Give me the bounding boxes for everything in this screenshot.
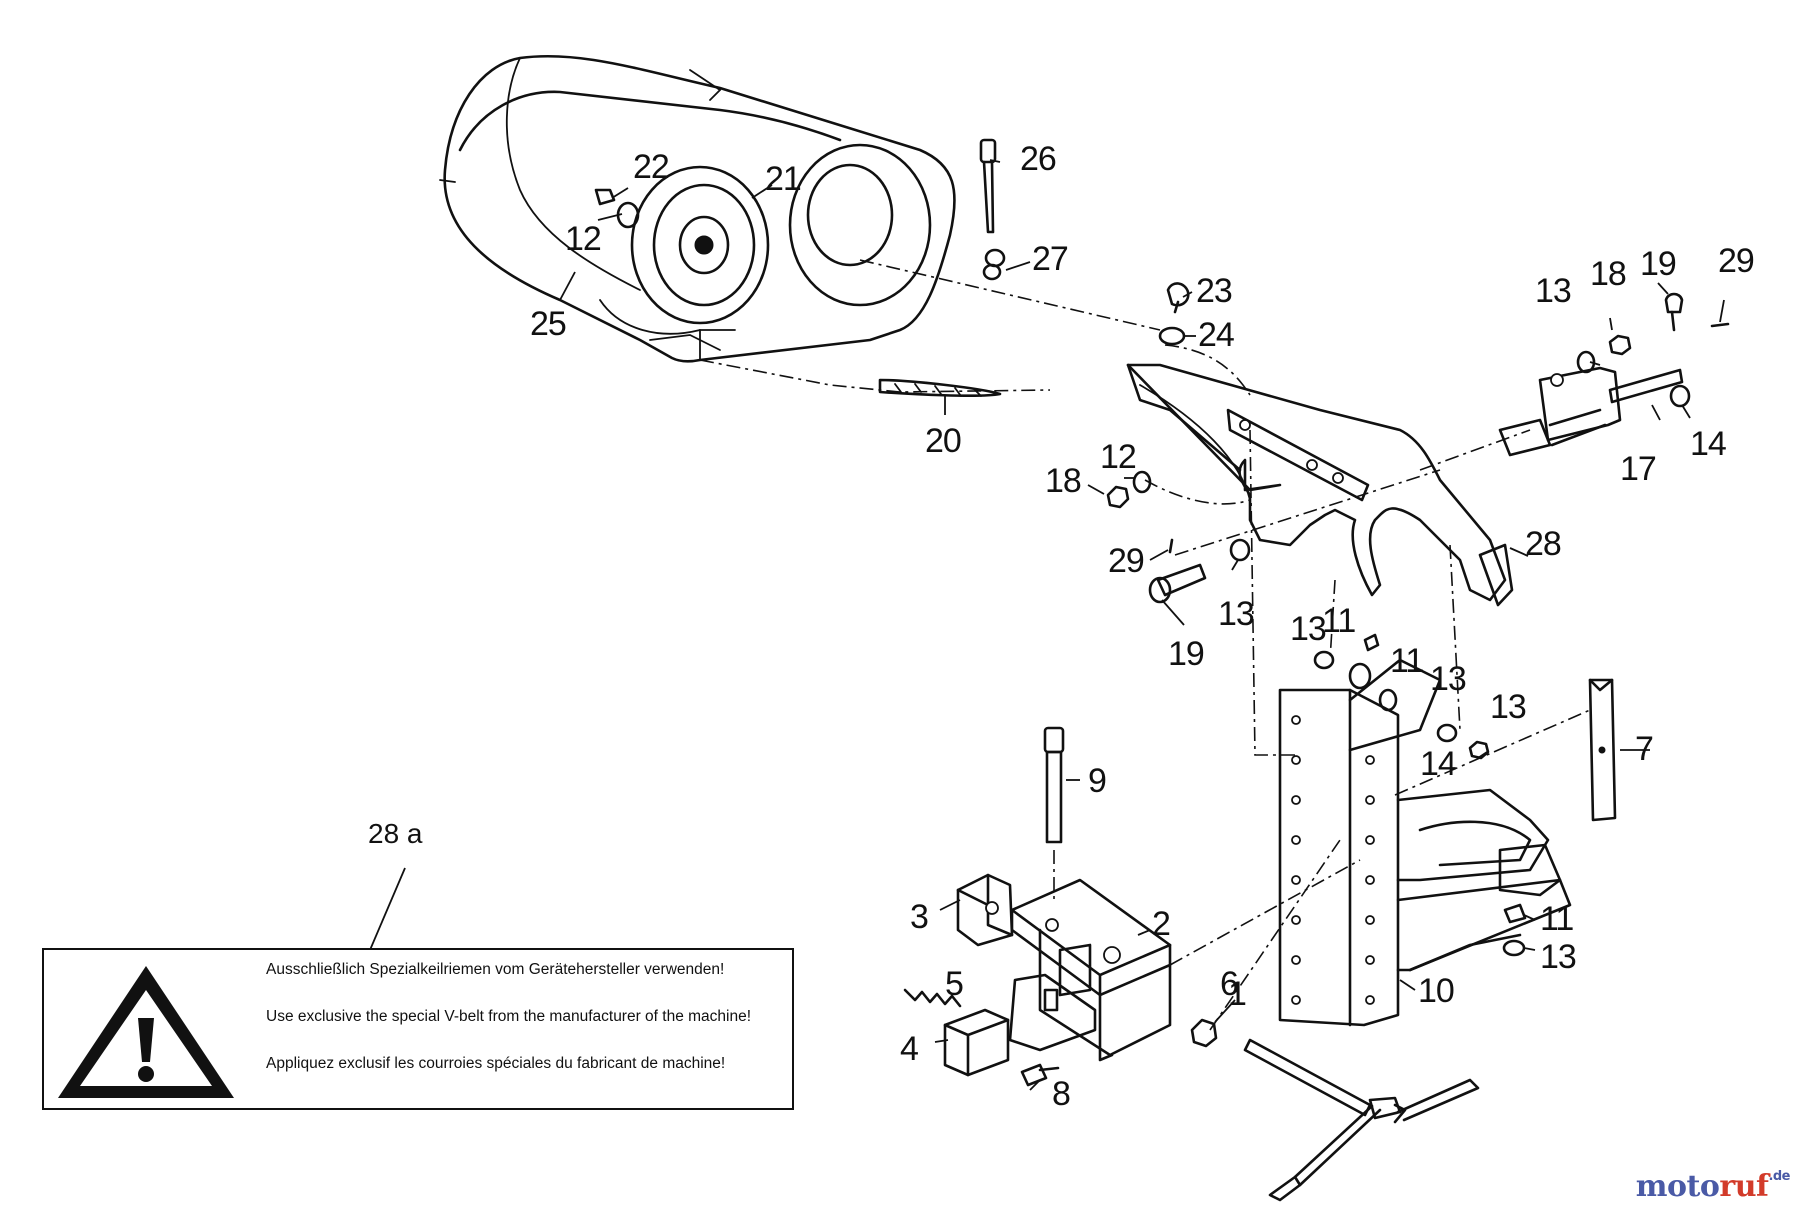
- detail-28a-leader: [369, 867, 406, 951]
- warning-text-french: Appliquez exclusif les courroies spécial…: [266, 1055, 726, 1072]
- screw-22: [594, 188, 616, 206]
- label-11-b: 11: [1390, 642, 1423, 680]
- screw-8: [1020, 1063, 1060, 1087]
- assembly-lines: [859, 259, 1591, 1031]
- belt-guard-housing: [439, 54, 956, 363]
- label-13-f: 13: [1540, 938, 1576, 976]
- label-28: 28: [1525, 525, 1561, 563]
- label-4: 4: [900, 1030, 918, 1068]
- nut-6: [1190, 1018, 1218, 1048]
- label-23: 23: [1196, 272, 1232, 310]
- label-11-a: 11: [1322, 602, 1355, 640]
- label-12-b: 12: [1100, 438, 1136, 476]
- label-21: 21: [765, 160, 801, 198]
- label-10: 10: [1418, 972, 1454, 1010]
- label-29-a: 29: [1108, 542, 1144, 580]
- label-2: 2: [1152, 905, 1170, 943]
- label-11-c: 11: [1540, 900, 1573, 938]
- screw-26: [979, 138, 997, 234]
- warning-exclamation-icon: [58, 966, 234, 1098]
- belt-pulley: [630, 165, 770, 325]
- bracket-28: [1126, 363, 1514, 607]
- pin-7: [1588, 678, 1617, 822]
- label-17: 17: [1620, 450, 1656, 488]
- label-19-b: 19: [1640, 245, 1676, 283]
- warning-text-german: Ausschließlich Spezialkeilriemen vom Ger…: [266, 961, 725, 978]
- label-9: 9: [1088, 762, 1106, 800]
- part-labels: 1 2 3 4 5 6 7 8 9 10 11 11 11 12 12 13 1…: [530, 140, 1755, 1113]
- label-14-a: 14: [1420, 745, 1456, 783]
- label-13-c: 13: [1430, 660, 1466, 698]
- label-24: 24: [1198, 316, 1234, 354]
- warning-label-box: Ausschließlich Spezialkeilriemen vom Ger…: [42, 948, 794, 1110]
- label-18-b: 18: [1590, 255, 1626, 293]
- label-14-b: 14: [1690, 425, 1726, 463]
- label-26: 26: [1020, 140, 1056, 178]
- lever-17: [1498, 366, 1684, 457]
- label-13-b: 13: [1290, 610, 1326, 648]
- label-20: 20: [925, 422, 961, 460]
- spring-5: [903, 988, 962, 1008]
- label-13-e: 13: [1535, 272, 1571, 310]
- label-6: 6: [1220, 965, 1238, 1003]
- label-12-a: 12: [565, 220, 601, 258]
- bolt-9: [1043, 726, 1065, 844]
- label-29-b: 29: [1718, 242, 1754, 280]
- label-13-a: 13: [1218, 595, 1254, 633]
- mounting-plate-10: [1278, 658, 1572, 1027]
- label-27: 27: [1032, 240, 1068, 278]
- label-7: 7: [1635, 730, 1653, 768]
- leader-lines: [559, 159, 1725, 1091]
- label-19-a: 19: [1168, 635, 1204, 673]
- label-13-d: 13: [1490, 688, 1526, 726]
- block-4: [943, 1008, 1010, 1077]
- v-belt: [699, 359, 1051, 397]
- label-25: 25: [530, 305, 566, 343]
- label-22: 22: [633, 148, 669, 186]
- label-5: 5: [945, 965, 963, 1003]
- label-18-a: 18: [1045, 462, 1081, 500]
- plate-holes: [1291, 715, 1375, 1005]
- label-3: 3: [910, 898, 928, 936]
- crank-handle-1: [1243, 1038, 1480, 1202]
- brand-watermark: motoruf.de: [1635, 1169, 1791, 1204]
- label-8: 8: [1052, 1075, 1070, 1113]
- clamp-block-2: [1008, 878, 1172, 1062]
- washer-27: [982, 248, 1006, 281]
- detail-label-28a: 28 a: [368, 818, 423, 849]
- warning-text-english: Use exclusive the special V-belt from th…: [266, 1008, 752, 1025]
- label-1: 1: [1228, 975, 1246, 1013]
- block-3: [956, 873, 1014, 947]
